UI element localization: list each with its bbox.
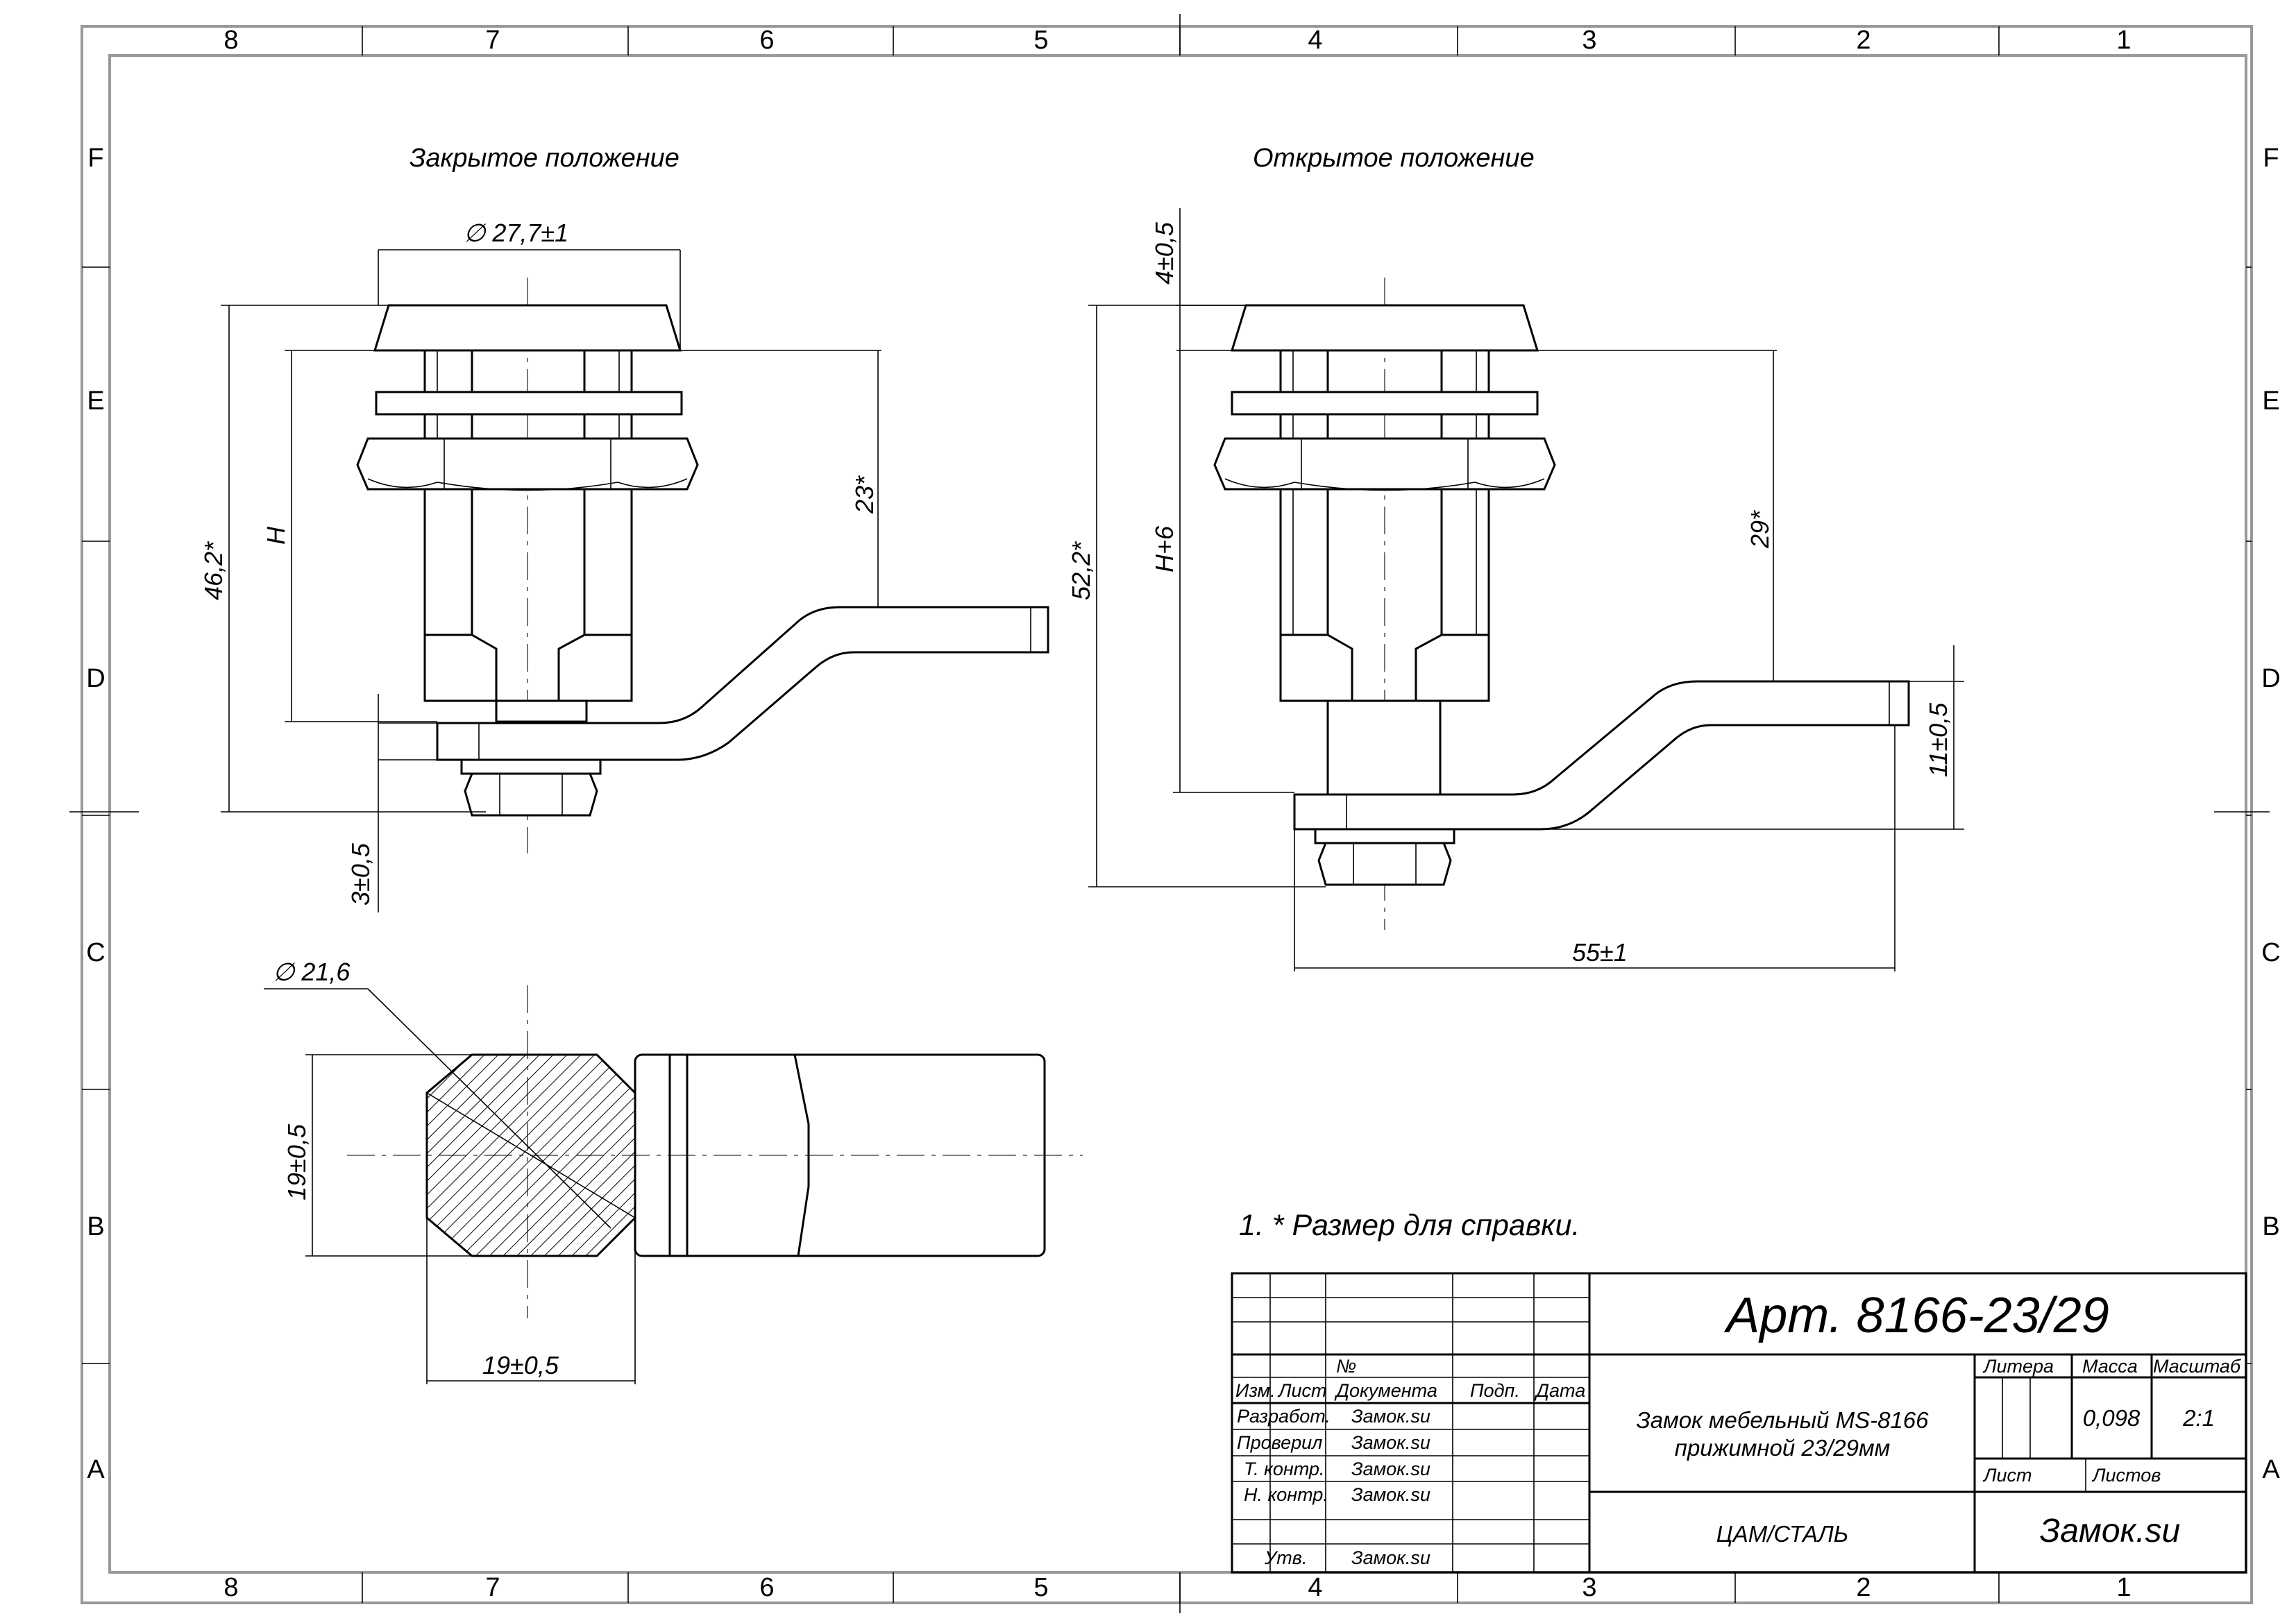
- role-checker: Проверил: [1237, 1432, 1322, 1453]
- sheets-label: Листов: [2091, 1465, 2161, 1486]
- cap-diameter-dim: ∅ 27,7±1: [464, 219, 568, 247]
- col-label-2-top: 2: [1856, 26, 1871, 55]
- col-label-3-top: 3: [1582, 26, 1596, 55]
- title-block: № Изм. Лист Документа Подп. Дата Разрабо…: [1231, 1272, 2247, 1574]
- header-sign: Подп.: [1470, 1380, 1520, 1401]
- material: ЦАМ/СТАЛЬ: [1716, 1521, 1849, 1547]
- row-label-c-right: C: [2261, 938, 2280, 967]
- role-tech-control: Т. контр.: [1244, 1459, 1324, 1479]
- role-developer: Разработ.: [1237, 1406, 1331, 1427]
- col-label-3-bottom: 3: [1582, 1573, 1596, 1602]
- zone-labels: 8 7 6 5 4 3 2 1 8 7 6 5 4 3 2 1 F E D C …: [86, 26, 2280, 1602]
- col-label-8-top: 8: [223, 26, 238, 55]
- row-label-a-left: A: [87, 1455, 105, 1484]
- role-approver: Утв.: [1264, 1547, 1307, 1568]
- col-label-7-bottom: 7: [485, 1573, 500, 1602]
- open-view-title: Открытое положение: [1253, 144, 1535, 173]
- open-h-dim: H+6: [1150, 525, 1179, 572]
- section-height-dim: 19±0,5: [282, 1123, 311, 1200]
- col-label-7-top: 7: [485, 26, 500, 55]
- company-name: Замок.su: [2040, 1513, 2180, 1549]
- header-document: Документа: [1334, 1380, 1437, 1401]
- header-no: №: [1336, 1356, 1356, 1377]
- closed-h-dim: H: [262, 526, 290, 545]
- product-name-line1: Замок мебельный MS-8166: [1637, 1407, 1930, 1433]
- open-lock-view: [1213, 278, 1910, 930]
- role-norm-control: Н. контр.: [1244, 1484, 1328, 1505]
- open-cam-depth-dim: 29*: [1746, 510, 1774, 549]
- row-label-f-right: F: [2263, 144, 2279, 173]
- name-tech-control: Замок.su: [1351, 1459, 1430, 1479]
- row-label-e-right: E: [2262, 386, 2279, 416]
- col-label-2-bottom: 2: [1856, 1573, 1871, 1602]
- col-label-6-bottom: 6: [759, 1573, 774, 1602]
- closed-lock-view: [356, 278, 1049, 853]
- row-label-a-right: A: [2262, 1455, 2280, 1484]
- mass-label: Масса: [2082, 1356, 2138, 1377]
- name-developer: Замок.su: [1351, 1406, 1430, 1427]
- row-label-e-left: E: [87, 386, 104, 416]
- col-label-1-top: 1: [2116, 26, 2131, 55]
- mass-value: 0,098: [2083, 1405, 2141, 1431]
- row-label-f-left: F: [87, 144, 103, 173]
- closed-view-title: Закрытое положение: [410, 144, 679, 173]
- scale-label: Масштаб: [2153, 1356, 2241, 1377]
- closed-offset-dim: 3±0,5: [346, 842, 375, 906]
- col-label-6-top: 6: [759, 26, 774, 55]
- row-label-d-left: D: [86, 664, 105, 693]
- name-checker: Замок.su: [1351, 1432, 1430, 1453]
- sheet-label: Лист: [1982, 1465, 2032, 1486]
- closed-cam-depth-dim: 23*: [850, 475, 879, 514]
- name-approver: Замок.su: [1351, 1547, 1430, 1568]
- name-norm-control: Замок.su: [1351, 1484, 1430, 1505]
- article-number: Арт. 8166-23/29: [1723, 1288, 2109, 1343]
- product-name-line2: прижимной 23/29мм: [1675, 1435, 1890, 1461]
- header-date: Дата: [1534, 1380, 1585, 1401]
- col-label-5-top: 5: [1033, 26, 1048, 55]
- open-total-height-dim: 52,2*: [1067, 541, 1095, 600]
- col-label-1-bottom: 1: [2116, 1573, 2131, 1602]
- open-offset-dim: 11±0,5: [1924, 702, 1952, 777]
- row-label-b-right: B: [2262, 1212, 2279, 1241]
- closed-total-height-dim: 46,2*: [199, 541, 228, 600]
- section-diameter-dim: ∅ 21,6: [273, 958, 351, 986]
- header-izm: Изм.: [1235, 1380, 1276, 1401]
- reference-note: 1. * Размер для справки.: [1239, 1209, 1580, 1242]
- litera-label: Литера: [1982, 1356, 2054, 1377]
- drawing-frame: [69, 14, 2270, 1613]
- section-width-dim: 19±0,5: [482, 1351, 559, 1379]
- col-label-4-bottom: 4: [1308, 1573, 1322, 1602]
- row-label-c-left: C: [86, 938, 105, 967]
- cam-length-dim: 55±1: [1572, 938, 1628, 967]
- col-label-8-bottom: 8: [223, 1573, 238, 1602]
- scale-value: 2:1: [2182, 1405, 2215, 1431]
- col-label-5-bottom: 5: [1033, 1573, 1048, 1602]
- row-label-b-left: B: [87, 1212, 104, 1241]
- open-dimensions: 4±0,5 52,2* H+6 29* 11±0,5 55±1: [1067, 208, 1964, 971]
- section-view: ∅ 21,6 19±0,5 19±0,5: [264, 958, 1083, 1384]
- header-list: Лист: [1277, 1380, 1327, 1401]
- row-label-d-right: D: [2261, 664, 2280, 693]
- col-label-4-top: 4: [1308, 26, 1322, 55]
- open-top-dim: 4±0,5: [1150, 221, 1179, 284]
- closed-dimensions: ∅ 27,7±1 46,2* H 23* 3±0,5: [199, 219, 881, 912]
